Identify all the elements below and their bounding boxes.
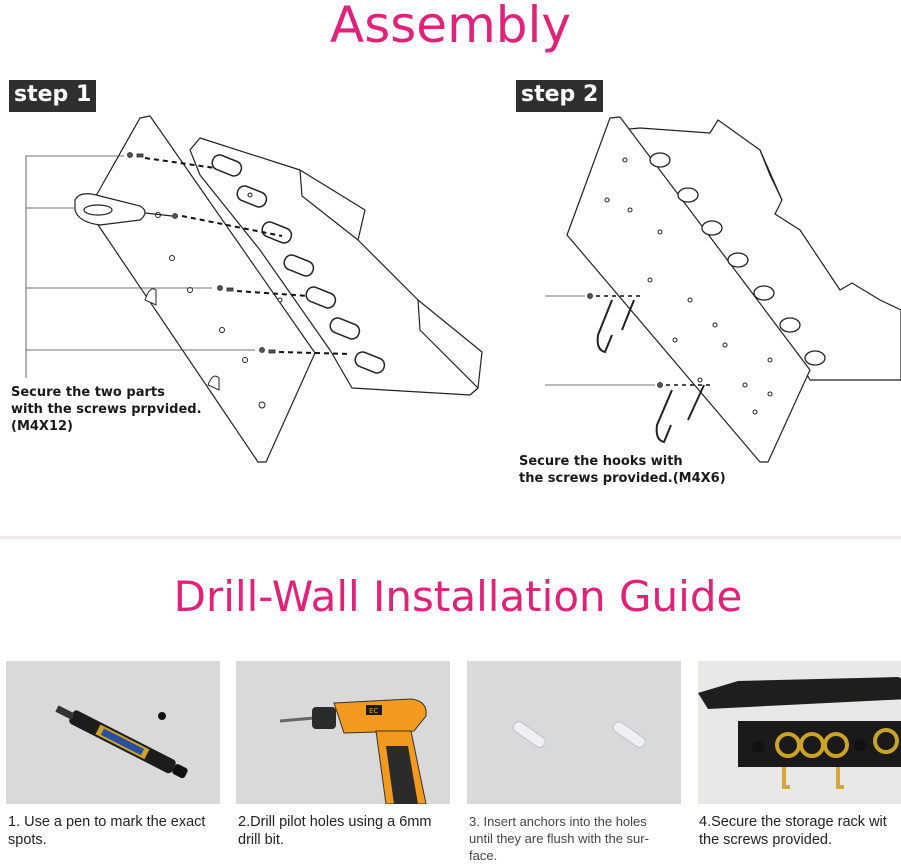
drill-brand-mark: EC <box>369 707 378 715</box>
step-caption-2: 2.Drill pilot holes using a 6mm drill bi… <box>238 813 463 849</box>
step-caption-4: 4.Secure the storage rack wit the screws… <box>699 813 901 849</box>
caption-line: spots. <box>8 832 47 848</box>
photo-drill-holes: EC <box>236 661 450 804</box>
photo-mark-spots <box>6 661 220 804</box>
assembly-title: Assembly <box>330 0 571 54</box>
caption-line: 4.Secure the storage rack wit <box>699 814 887 830</box>
note-line: Secure the two parts <box>11 385 165 400</box>
note-line: Secure the hooks with <box>519 454 683 469</box>
note-line: with the screws prpvided. <box>11 402 202 417</box>
screwdriver-icon <box>74 193 173 226</box>
mounting-plate <box>566 116 811 463</box>
storage-rack-icon <box>698 677 901 789</box>
step-2-instruction: Secure the hooks with the screws provide… <box>519 453 726 487</box>
rack-body-plate <box>189 137 483 396</box>
step-1-instruction: Secure the two parts with the screws prp… <box>11 384 202 435</box>
step-2-diagram <box>545 116 901 463</box>
caption-line: 2.Drill pilot holes using a 6mm <box>238 814 432 830</box>
note-line: (M4X12) <box>11 419 73 434</box>
step-2-badge: step 2 <box>516 80 604 112</box>
screw-icon <box>587 293 663 388</box>
photo-secure-rack <box>698 661 901 804</box>
caption-line: until they are flush with the sur- <box>469 831 649 846</box>
step-caption-3: 3. Insert anchors into the holes until t… <box>469 813 689 864</box>
rack-body <box>619 119 901 381</box>
drill-icon: EC <box>279 698 427 804</box>
caption-line: drill bit. <box>238 832 284 848</box>
step-1-diagram <box>25 115 483 463</box>
caption-line: the screws provided. <box>699 832 832 848</box>
section-divider <box>0 536 901 539</box>
caption-line: 3. Insert anchors into the holes <box>469 814 647 829</box>
anchor-icon <box>512 721 646 748</box>
installation-guide-title: Drill-Wall Installation Guide <box>173 572 743 621</box>
screw-icon <box>127 152 276 354</box>
note-line: the screws provided.(M4X6) <box>519 471 726 486</box>
caption-line: face. <box>469 848 498 863</box>
photo-insert-anchors <box>467 661 681 804</box>
step-caption-1: 1. Use a pen to mark the exact spots. <box>8 813 228 849</box>
marker-icon <box>55 705 188 779</box>
caption-line: 1. Use a pen to mark the exact <box>8 814 206 830</box>
step-1-badge: step 1 <box>9 80 97 112</box>
hook-icon <box>596 299 705 444</box>
